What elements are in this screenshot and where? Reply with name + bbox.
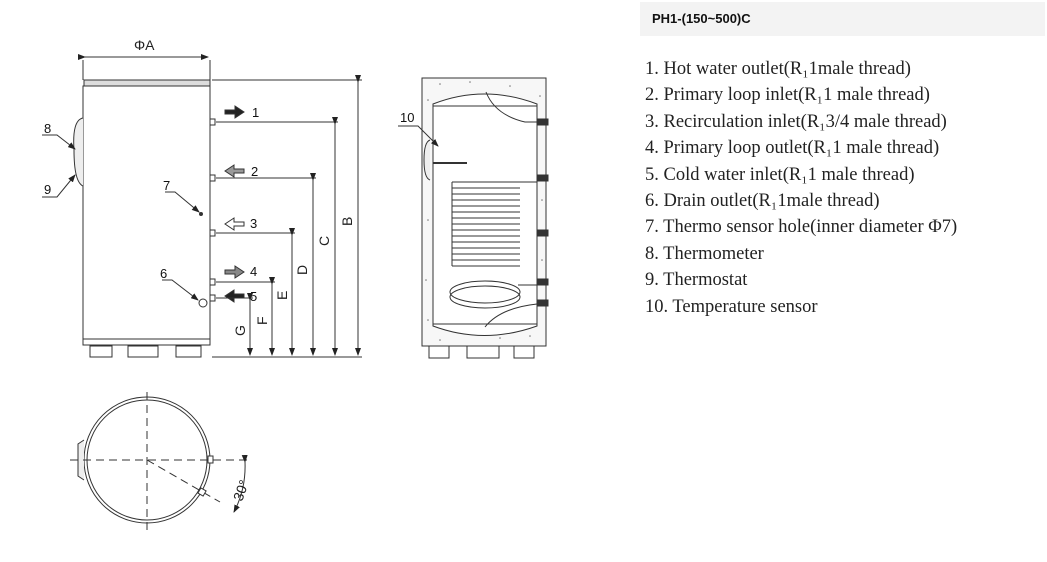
- front-view: ΦA 1 2 3 4 5 6 7 8 9: [42, 37, 362, 358]
- callout-2: 2: [251, 164, 258, 179]
- arrow-in-icon: [224, 289, 245, 303]
- callout-7: 7: [163, 178, 170, 193]
- legend-item: 2. Primary loop inlet(R₁1 male thread): [645, 85, 930, 106]
- title-bar: PH1-(150~500)C: [640, 2, 1045, 36]
- callout-5: 5: [250, 289, 257, 304]
- diameter-label: ΦA: [134, 37, 155, 53]
- callout-10: 10: [400, 110, 414, 125]
- legend-item: 3. Recirculation inlet(R₁3/4 male thread…: [645, 111, 947, 132]
- dimension-F: F: [254, 316, 270, 325]
- dimension-B: B: [339, 217, 355, 226]
- callout-6: 6: [160, 266, 167, 281]
- legend-item: 1. Hot water outlet(R₁1male thread): [645, 59, 911, 79]
- arrow-out-icon: [224, 105, 245, 119]
- callout-4: 4: [250, 264, 257, 279]
- thermostat-housing: [73, 117, 84, 187]
- dimension-E: E: [274, 291, 290, 300]
- tank-body: [82, 85, 211, 346]
- legend-item: 7. Thermo sensor hole(inner diameter Φ7): [645, 217, 958, 238]
- dimension-D: D: [294, 265, 310, 275]
- drain-outlet: [198, 298, 208, 308]
- callout-9: 9: [44, 182, 51, 197]
- arrow-out-icon: [224, 265, 245, 279]
- callout-8: 8: [44, 121, 51, 136]
- top-view: 30°: [70, 392, 252, 532]
- tank-top-cap: [83, 79, 211, 87]
- legend-item: 6. Drain outlet(R₁1male thread): [645, 190, 880, 211]
- legend-item: 10. Temperature sensor: [645, 296, 818, 317]
- callout-1: 1: [252, 105, 259, 120]
- sensor-hole: [199, 212, 203, 216]
- legend-item: 9. Thermostat: [645, 270, 748, 291]
- tank-feet: [89, 345, 202, 358]
- ports: [209, 118, 216, 302]
- legend-item: 8. Thermometer: [645, 243, 764, 264]
- dimension-G: G: [232, 325, 248, 336]
- heating-coil: [449, 181, 537, 309]
- dimension-C: C: [316, 236, 332, 246]
- section-view: 10: [398, 77, 549, 359]
- legend-item: 5. Cold water inlet(R₁1 male thread): [645, 164, 915, 185]
- model-title: PH1-(150~500)C: [652, 11, 751, 26]
- legend-item: 4. Primary loop outlet(R₁1 male thread): [645, 138, 940, 159]
- arrow-in-icon: [224, 217, 245, 231]
- angle-label: 30°: [230, 478, 252, 503]
- callout-3: 3: [250, 216, 257, 231]
- arrow-in-icon: [224, 164, 245, 178]
- component-legend: 1. Hot water outlet(R₁1male thread) 2. P…: [645, 56, 957, 320]
